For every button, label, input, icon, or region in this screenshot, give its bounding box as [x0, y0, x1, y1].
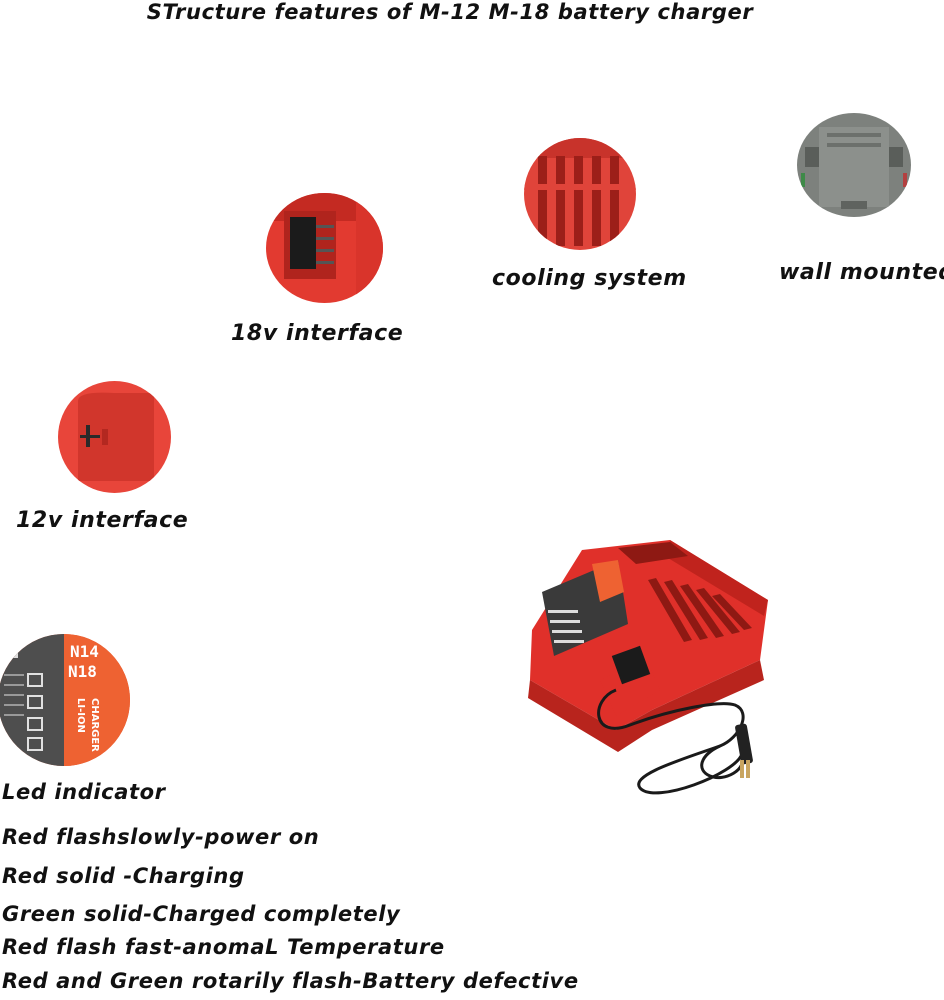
led-line-3: Green solid-Charged completely — [2, 902, 401, 926]
page-title: STructure features of M-12 M-18 battery … — [146, 0, 754, 24]
wall-mounted-image — [797, 113, 911, 217]
led-line-2: Red solid -Charging — [2, 864, 245, 888]
cooling-system-image — [524, 138, 636, 250]
panel-n14: N14 — [70, 642, 99, 661]
interface-12v-image — [58, 381, 171, 493]
cooling-system-label: cooling system — [492, 266, 687, 291]
charger-product-image — [520, 530, 780, 815]
wall-mounted-label: wall mounted — [779, 260, 944, 285]
panel-brand-1: LI-ION — [75, 698, 86, 733]
led-heading: Led indicator — [2, 780, 166, 804]
interface-12v-label: 12v interface — [16, 508, 189, 533]
interface-18v-label: 18v interface — [231, 321, 404, 346]
interface-18v-image — [266, 193, 383, 303]
panel-n18: N18 — [68, 662, 97, 681]
led-indicator-image: N14 N18 LI-ION CHARGER — [0, 634, 130, 766]
led-line-5: Red and Green rotarily flash-Battery def… — [2, 969, 579, 993]
led-line-4: Red flash fast-anomaL Temperature — [2, 935, 445, 959]
led-line-1: Red flashslowly-power on — [2, 825, 320, 849]
panel-brand-2: CHARGER — [89, 698, 100, 752]
